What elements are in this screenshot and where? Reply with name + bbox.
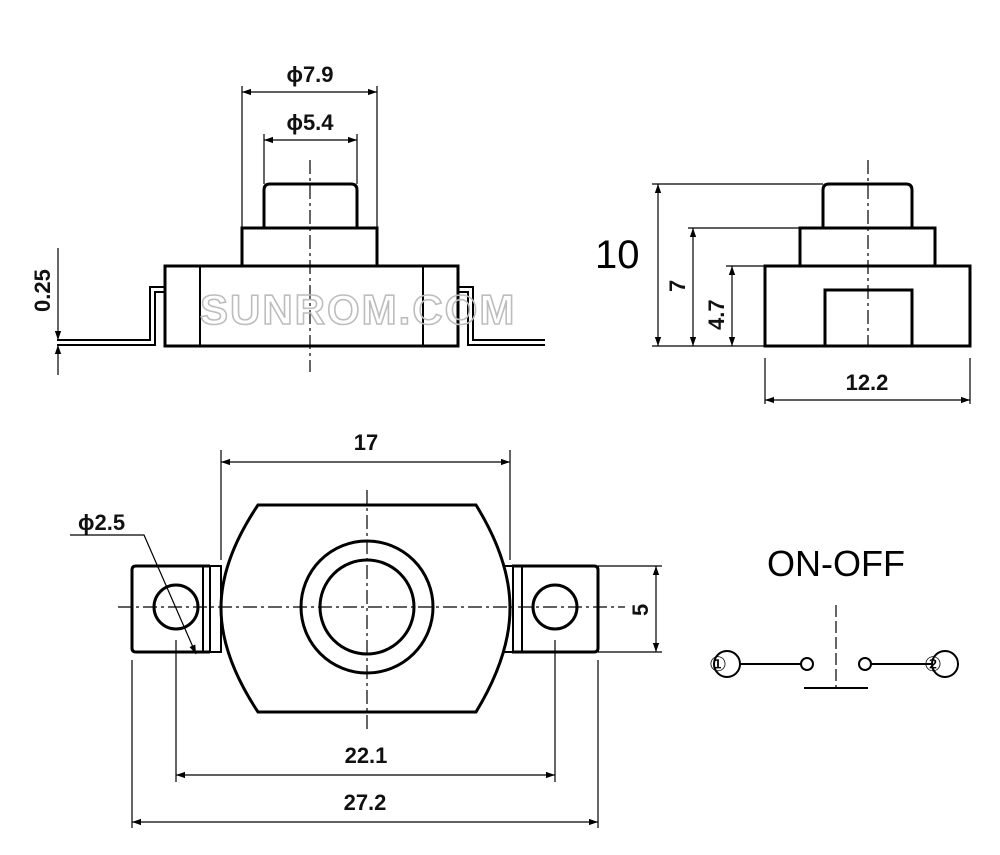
contact-left xyxy=(800,657,814,671)
label-12-2: 12.2 xyxy=(846,370,889,395)
right-lead-inner xyxy=(458,286,545,341)
switch-symbol: ON-OFF ① ② xyxy=(709,543,959,689)
left-lead xyxy=(57,291,165,346)
label-5: 5 xyxy=(628,604,653,616)
left-ear xyxy=(130,564,210,654)
label-phi-5-4: ϕ5.4 xyxy=(286,110,334,135)
right-lead xyxy=(458,291,545,346)
front-view: ϕ7.9 ϕ5.4 0.25 xyxy=(30,62,545,375)
label-4-7: 4.7 xyxy=(704,299,729,330)
label-phi-7-9: ϕ7.9 xyxy=(286,62,333,87)
terminal-1-label: ① xyxy=(709,654,727,676)
label-0-25: 0.25 xyxy=(30,269,55,312)
label-27-2: 27.2 xyxy=(344,790,387,815)
right-ear xyxy=(512,564,600,654)
side-view: 10 7 4.7 12.2 xyxy=(595,160,972,404)
left-lead-inner xyxy=(57,286,165,341)
leader-phi-2-5 xyxy=(70,534,197,655)
label-phi-2-5: ϕ2.5 xyxy=(78,510,125,535)
top-body xyxy=(219,503,512,714)
watermark: SUNROM.COM xyxy=(200,286,516,333)
side-cap xyxy=(821,182,914,228)
label-22-1: 22.1 xyxy=(345,743,388,768)
front-cap xyxy=(262,182,359,228)
label-7: 7 xyxy=(665,280,690,292)
label-17: 17 xyxy=(354,430,378,455)
switch-title: ON-OFF xyxy=(767,543,905,584)
contact-right xyxy=(858,657,872,671)
label-10: 10 xyxy=(595,233,640,277)
top-view: 17 ϕ2.5 5 22.1 27.2 xyxy=(70,430,662,828)
